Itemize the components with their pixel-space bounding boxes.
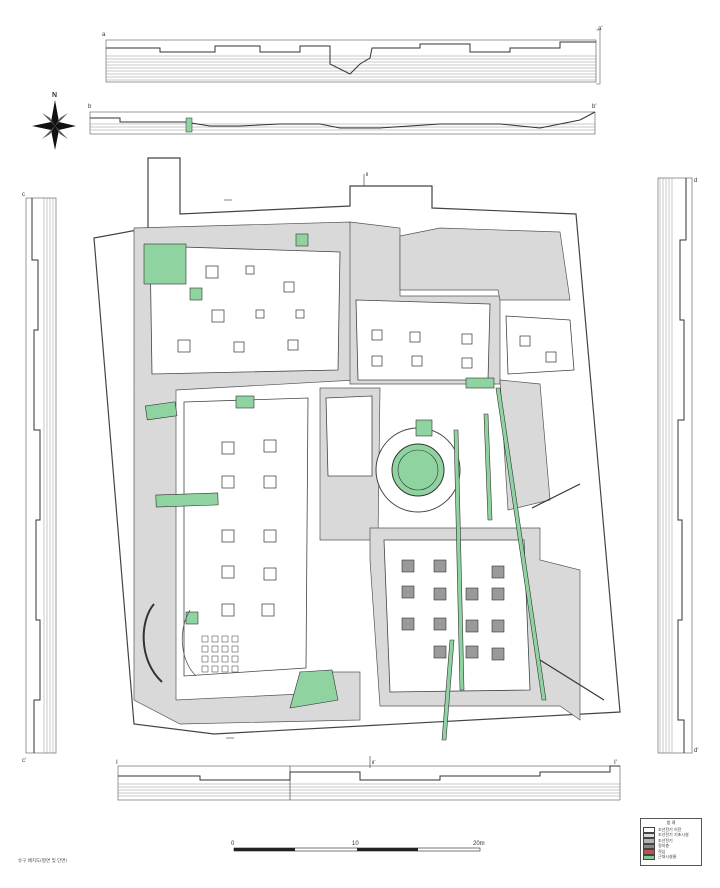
section-marker-d-prime: d' — [694, 748, 698, 754]
modern-features — [143, 233, 495, 709]
section-marker-a-prime: a' — [598, 26, 602, 32]
section-marker-b: b — [88, 104, 92, 110]
legend-swatch — [643, 827, 655, 833]
legend-label: 조선전기 이전 — [658, 826, 682, 832]
legend-label: 정지층 — [658, 843, 670, 849]
section-marker-c-prime: c' — [22, 758, 26, 764]
site-plan: Ⅱ Ⅱ' — [93, 157, 621, 768]
scale-tick-10: 10 — [352, 841, 359, 847]
section-marker-b-prime: b' — [592, 104, 596, 110]
section-marker-e-prime: Ⅰ' — [614, 760, 617, 766]
north-arrow-icon: N — [32, 92, 76, 150]
legend: 범 례 조선전기 이전 조선전기 기초시설 조선전기 정지층 적심 근대시설물 — [640, 818, 702, 866]
right-elevation-section: d d' — [657, 177, 698, 754]
section-marker-I-prime: Ⅱ' — [372, 760, 375, 766]
scale-tick-20: 20m — [473, 841, 485, 847]
bottom-elevation-section: Ⅰ Ⅰ' — [116, 760, 621, 801]
stone-grid — [201, 635, 239, 673]
legend-item: 조선전기 — [643, 838, 699, 844]
legend-item: 조선전기 이전 — [643, 827, 699, 833]
legend-title: 범 례 — [666, 820, 676, 825]
legend-item: 정지층 — [643, 843, 699, 849]
legend-item: 조선전기 기초시설 — [643, 832, 699, 838]
legend-label: 조선전기 기초시설 — [658, 832, 689, 838]
legend-label: 조선전기 — [658, 837, 673, 843]
left-elevation-section: c c' — [22, 192, 57, 764]
legend-item: 적심 — [643, 849, 699, 855]
scale-bar: 0 10 20m — [231, 841, 485, 852]
section-marker-I: Ⅱ — [366, 172, 368, 178]
legend-label: 적심 — [658, 848, 666, 854]
legend-swatch — [643, 849, 655, 855]
scale-tick-0: 0 — [231, 841, 235, 847]
section-marker-c: c — [22, 192, 25, 198]
section-marker-d: d — [694, 178, 697, 184]
legend-swatch — [643, 838, 655, 844]
legend-label: 근대시설물 — [658, 854, 677, 860]
legend-swatch — [643, 854, 655, 860]
legend-item: 근대시설물 — [643, 854, 699, 860]
figure-caption: 유구 배치도(평면 및 단면) — [18, 859, 68, 864]
legend-swatch — [643, 843, 655, 849]
upper-elevation-section: b b' — [88, 104, 596, 135]
section-marker-a: a — [102, 32, 106, 38]
legend-swatch — [643, 832, 655, 838]
west-courtyard — [183, 397, 309, 677]
circular-foundation — [375, 419, 461, 513]
north-label: N — [52, 92, 57, 99]
section-marker-e: Ⅰ — [116, 760, 118, 766]
top-elevation-section: a a' — [102, 26, 602, 85]
